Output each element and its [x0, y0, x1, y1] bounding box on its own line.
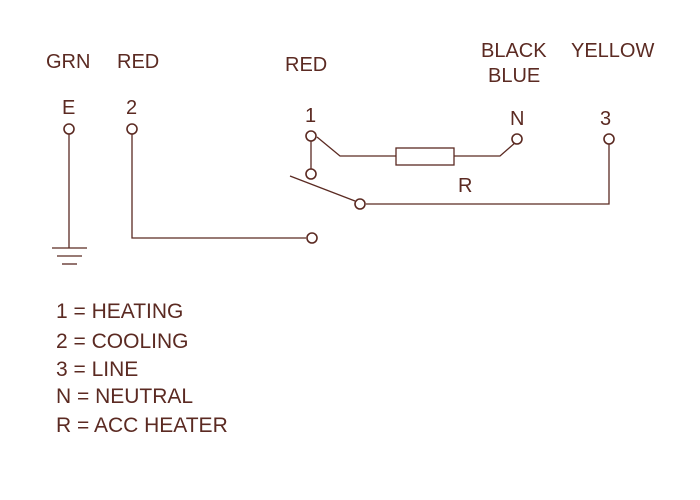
terminal-label-n: N [510, 108, 524, 130]
terminal-2 [126, 123, 138, 135]
resistor-label: R [458, 175, 472, 197]
wire-color-grn: GRN [46, 51, 90, 73]
terminal-label-2: 2 [126, 97, 137, 119]
legend-item: 2 = COOLING [56, 330, 188, 353]
terminal-label-1: 1 [305, 105, 316, 127]
wire-color-blue: BLUE [488, 65, 540, 87]
legend-item: R = ACC HEATER [56, 414, 228, 437]
wire-color-red-left: RED [117, 51, 159, 73]
line-wire [366, 144, 610, 205]
terminal-label-e: E [62, 97, 75, 119]
wire-color-red-mid: RED [285, 54, 327, 76]
legend-item: 3 = LINE [56, 358, 138, 381]
terminal-3 [603, 133, 615, 145]
switch-contact-upper [305, 168, 317, 180]
legend-item: 1 = HEATING [56, 300, 183, 323]
cooling-wire [131, 134, 306, 239]
switch-contact-lower [306, 232, 318, 244]
terminal-e [63, 123, 75, 135]
terminal-1 [305, 130, 317, 142]
wire-color-black: BLACK [481, 40, 547, 62]
switch-pivot [354, 198, 366, 210]
legend-item: N = NEUTRAL [56, 385, 193, 408]
terminal-label-3: 3 [600, 108, 611, 130]
resistor-symbol [395, 147, 455, 166]
heating-to-resistor-wire [316, 136, 396, 157]
resistor-to-neutral-wire [454, 141, 517, 157]
switch-blade [289, 175, 356, 202]
wire-color-yellow: YELLOW [571, 40, 654, 62]
legend: 1 = HEATING 2 = COOLING 3 = LINE N = NEU… [56, 300, 228, 437]
terminal-n [511, 133, 523, 145]
ground-symbol [52, 247, 87, 265]
